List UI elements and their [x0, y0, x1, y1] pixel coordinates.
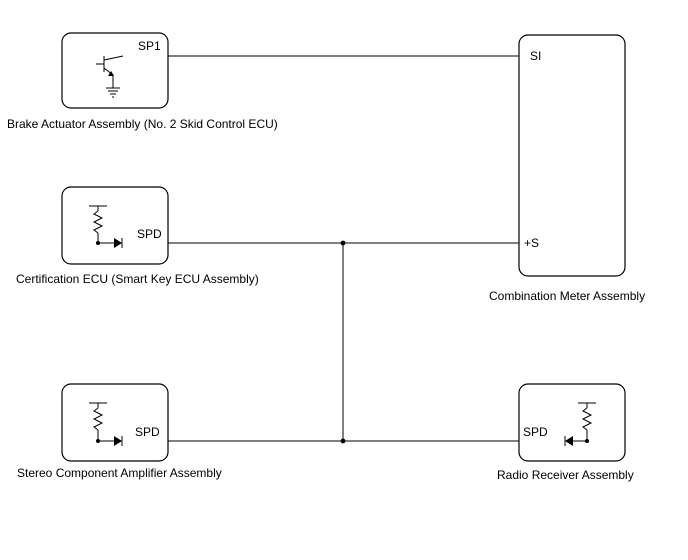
combination-meter-assembly: SI +S Combination Meter Assembly: [489, 34, 645, 303]
radio-receiver-pin-label: SPD: [523, 425, 548, 439]
stereo-amplifier-box: [61, 383, 169, 462]
certification-ecu-box: [61, 186, 169, 265]
transistor-ground-icon: [96, 55, 124, 98]
combination-meter-caption: Combination Meter Assembly: [489, 289, 645, 303]
certification-ecu-pin-label: SPD: [137, 227, 162, 241]
splice-dot-lower: [340, 438, 346, 444]
splice-dot-upper: [340, 240, 346, 246]
certification-ecu-caption: Certification ECU (Smart Key ECU Assembl…: [16, 272, 259, 286]
combination-meter-s-pin-label: +S: [524, 236, 539, 250]
radio-receiver-caption: Radio Receiver Assembly: [497, 468, 634, 482]
pullup-resistor-diode-icon: [89, 402, 123, 446]
combination-meter-si-pin-label: SI: [530, 49, 541, 63]
stereo-amplifier-caption: Stereo Component Amplifier Assembly: [17, 466, 222, 480]
combination-meter-box: [518, 34, 626, 277]
radio-receiver-box: [518, 383, 626, 462]
stereo-amplifier-assembly: SPD Stereo Component Amplifier Assembly: [17, 383, 222, 480]
pullup-resistor-diode-icon: [564, 402, 596, 446]
pullup-resistor-diode-icon: [89, 205, 123, 248]
stereo-amplifier-pin-label: SPD: [135, 425, 160, 439]
brake-actuator-assembly: SP1 Brake Actuator Assembly (No. 2 Skid …: [7, 32, 278, 131]
certification-ecu: SPD Certification ECU (Smart Key ECU Ass…: [16, 186, 259, 286]
radio-receiver-assembly: SPD Radio Receiver Assembly: [497, 383, 634, 482]
brake-actuator-caption: Brake Actuator Assembly (No. 2 Skid Cont…: [7, 117, 278, 131]
brake-actuator-pin-label: SP1: [138, 39, 161, 53]
brake-actuator-box: [61, 32, 169, 109]
